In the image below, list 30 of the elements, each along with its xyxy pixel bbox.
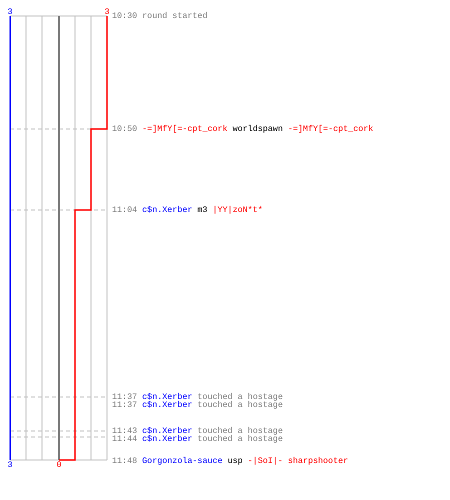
axis-value: 3 [104, 8, 110, 16]
player-name: c$n.Xerber [142, 392, 192, 402]
event-text: round started [142, 12, 208, 20]
event-text: touched a hostage [197, 435, 283, 444]
event-text: touched a hostage [197, 426, 283, 436]
timestamp: 11:43 [112, 426, 138, 436]
player-name: -=]MfY[=-cpt_cork [142, 124, 228, 134]
axis-value: 3 [7, 8, 13, 16]
player-name: c$n.Xerber [142, 401, 192, 410]
player-name: |YY|zoN*t* [212, 206, 263, 214]
kill-cause: worldspawn [232, 124, 283, 134]
timestamp: 10:50 [112, 124, 138, 134]
weapon-name: usp [228, 456, 243, 466]
player-name: c$n.Xerber [142, 435, 192, 444]
timestamp: 11:04 [112, 206, 138, 214]
player-name: -|SoI|- sharpshooter [248, 456, 348, 466]
axis-value: 3 [7, 460, 13, 470]
timestamp: 11:44 [112, 435, 138, 444]
player-name: c$n.Xerber [142, 426, 192, 436]
event-text: touched a hostage [197, 392, 283, 402]
timestamp: 11:37 [112, 392, 138, 402]
player-name: -=]MfY[=-cpt_cork [288, 124, 374, 134]
event-text: touched a hostage [197, 401, 283, 410]
timestamp: 10:30 [112, 12, 138, 20]
player-name: c$n.Xerber [142, 206, 192, 214]
player-name: Gorgonzola-sauce [142, 456, 223, 466]
timestamp: 11:37 [112, 401, 138, 410]
weapon-name: m3 [197, 206, 208, 214]
timestamp: 11:48 [112, 456, 138, 466]
axis-value: 0 [56, 460, 62, 470]
